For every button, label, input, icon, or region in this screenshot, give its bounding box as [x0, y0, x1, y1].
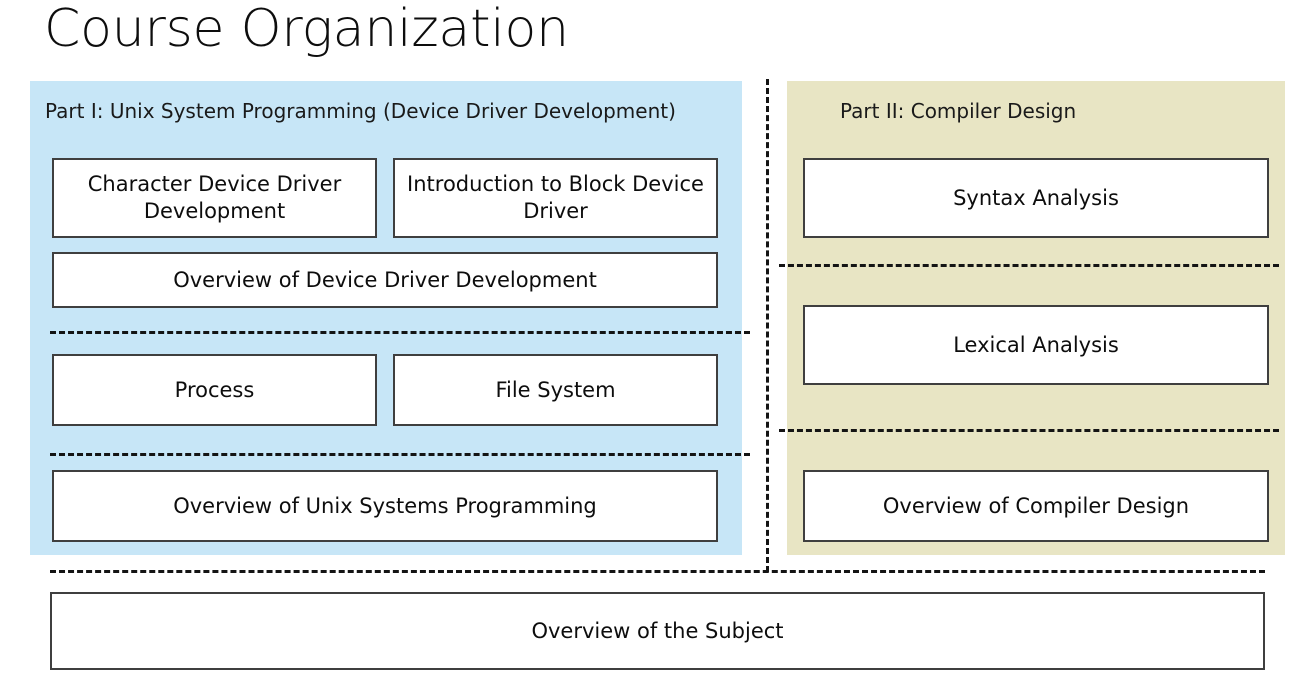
box-file-system[interactable]: File System — [393, 354, 718, 426]
box-overview-of-the-subject[interactable]: Overview of the Subject — [50, 592, 1265, 670]
box-label: Overview of Device Driver Development — [173, 267, 597, 292]
box-character-device-driver-development[interactable]: Character Device Driver Development — [52, 158, 377, 238]
box-label: Syntax Analysis — [953, 185, 1119, 210]
box-label: File System — [495, 377, 616, 402]
separator-left-upper — [50, 331, 750, 334]
box-label: Overview of Compiler Design — [882, 493, 1190, 518]
box-label: Introduction to Block Device Driver — [407, 172, 704, 223]
separator-right-upper — [779, 264, 1279, 267]
box-overview-of-unix-systems-programming[interactable]: Overview of Unix Systems Programming — [52, 470, 718, 542]
box-process[interactable]: Process — [52, 354, 377, 426]
page-title: Course Organization — [44, 0, 569, 59]
panel-part-one: Part I: Unix System Programming (Device … — [30, 81, 742, 555]
panel-part-two: Part II: Compiler Design Syntax Analysis… — [787, 81, 1285, 555]
box-syntax-analysis[interactable]: Syntax Analysis — [803, 158, 1269, 238]
box-introduction-to-block-device-driver[interactable]: Introduction to Block Device Driver — [393, 158, 718, 238]
box-label: Overview of Unix Systems Programming — [173, 493, 597, 518]
separator-bottom — [50, 570, 1265, 573]
box-label: Character Device Driver Development — [87, 172, 342, 223]
box-overview-of-device-driver-development[interactable]: Overview of Device Driver Development — [52, 252, 718, 308]
box-overview-of-compiler-design[interactable]: Overview of Compiler Design — [803, 470, 1269, 542]
separator-left-lower — [50, 453, 750, 456]
panel-part-two-header: Part II: Compiler Design — [840, 99, 1077, 123]
box-lexical-analysis[interactable]: Lexical Analysis — [803, 305, 1269, 385]
panel-part-one-header: Part I: Unix System Programming (Device … — [45, 99, 676, 123]
box-label: Process — [174, 377, 255, 402]
box-label: Lexical Analysis — [953, 332, 1119, 357]
separator-right-lower — [779, 429, 1279, 432]
box-label: Overview of the Subject — [531, 619, 784, 643]
separator-vertical-between-parts — [766, 79, 769, 572]
